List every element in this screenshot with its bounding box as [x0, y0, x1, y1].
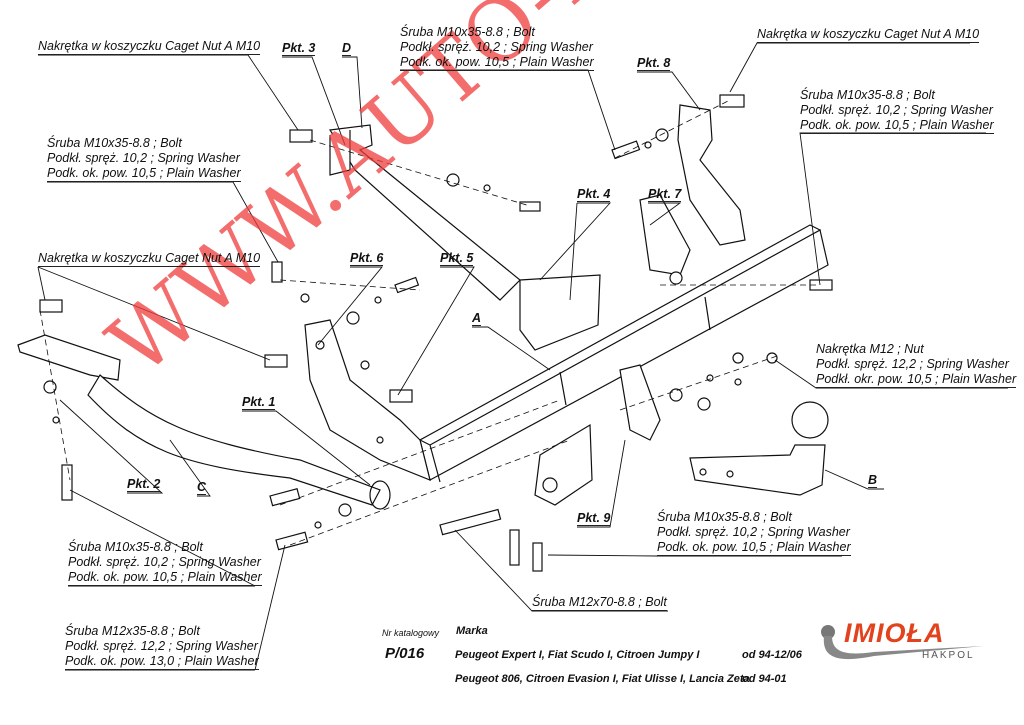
spring-washer-line: Podkł. spręż. 10,2 ; Spring Washer: [400, 40, 593, 54]
tow-hook-logo-icon: [821, 625, 984, 660]
catalog-number-label: Nr katalogowy: [382, 628, 440, 638]
model-row-2-date: od 94-01: [742, 673, 787, 685]
spring-washer-line: Podkł. spręż. 10,2 ; Spring Washer: [47, 151, 240, 165]
right-side-bracket: [639, 104, 746, 276]
bolt-line: Śruba M10x35-8.8 ; Bolt: [800, 88, 935, 102]
point-6-label: Pkt. 6: [350, 251, 384, 266]
assembly-axes: [39, 99, 820, 546]
bolt-line: Śruba M10x35-8.8 ; Bolt: [657, 510, 792, 524]
point-1-label: Pkt. 1: [242, 395, 276, 410]
point-9-label: Pkt. 9: [577, 511, 611, 526]
nut-line: Nakrętka M12 ; Nut: [816, 342, 924, 356]
part-a-label: A: [472, 311, 482, 326]
brand-label: Marka: [456, 625, 488, 637]
bolt-set-label-top: Śruba M10x35-8.8 ; Bolt Podkł. spręż. 10…: [400, 25, 594, 71]
model-row-1-date: od 94-12/06: [742, 649, 802, 661]
plain-washer-line: Podk. ok. pow. 10,5 ; Plain Washer: [400, 55, 594, 69]
main-beam-a: [418, 224, 829, 483]
point-2-label: Pkt. 2: [127, 477, 161, 492]
part-c-label: C: [197, 480, 207, 495]
spring-washer-line: Podkł. spręż. 10,2 ; Spring Washer: [68, 555, 261, 569]
point-8-label: Pkt. 8: [637, 56, 671, 71]
bolt-m12x70-label: Śruba M12x70-8.8 ; Bolt: [532, 595, 667, 611]
bolt-set-label-right: Śruba M10x35-8.8 ; Bolt Podkł. spręż. 10…: [800, 88, 994, 134]
bolt-m12x35-label: Śruba M12x35-8.8 ; Bolt Podkł. spręż. 12…: [65, 624, 259, 670]
bolt-set-label-bottom-left: Śruba M10x35-8.8 ; Bolt Podkł. spręż. 10…: [68, 540, 262, 586]
point-4-label: Pkt. 4: [577, 187, 611, 202]
spring-washer-line: Podkł. spręż. 12,2 ; Spring Washer: [65, 639, 258, 653]
spring-washer-line: Podkł. spręż. 10,2 ; Spring Washer: [800, 103, 993, 117]
point-7-label: Pkt. 7: [648, 187, 682, 202]
caget-nut-label-top-right: Nakrętka w koszyczku Caget Nut A M10: [757, 27, 980, 43]
caget-nut-label-top-left: Nakrętka w koszyczku Caget Nut A M10: [38, 39, 261, 55]
bolt-line: Śruba M12x35-8.8 ; Bolt: [65, 624, 200, 638]
spring-washer-line: Podkł. spręż. 12,2 ; Spring Washer: [816, 357, 1009, 371]
left-side-bracket: [304, 319, 431, 481]
point-3-label: Pkt. 3: [282, 41, 316, 56]
catalog-number: P/016: [385, 645, 425, 662]
rear-tube-d: [328, 124, 521, 301]
point-5-label: Pkt. 5: [440, 251, 474, 266]
bolt-line: Śruba M10x35-8.8 ; Bolt: [68, 540, 203, 554]
spring-washer-line: Podkł. spręż. 10,2 ; Spring Washer: [657, 525, 850, 539]
model-row-2-name: Peugeot 806, Citroen Evasion I, Fiat Uli…: [455, 673, 750, 685]
logo-brand-text: IMIOŁA: [844, 618, 945, 648]
imiola-hakpol-logo: IMIOŁA HAKPOL: [814, 616, 994, 666]
part-d-label: D: [342, 41, 352, 56]
caget-nut-label-left: Nakrętka w koszyczku Caget Nut A M10: [38, 251, 261, 267]
socket-plate: [534, 364, 661, 506]
bolt-line: Śruba M10x35-8.8 ; Bolt: [400, 25, 535, 39]
plain-washer-line: Podk. ok. pow. 10,5 ; Plain Washer: [657, 540, 851, 554]
bolt-set-label-bottom-right: Śruba M10x35-8.8 ; Bolt Podkł. spręż. 10…: [657, 510, 851, 556]
plain-washer-line: Podk. ok. pow. 10,5 ; Plain Washer: [68, 570, 262, 584]
logo-sub-text: HAKPOL: [922, 650, 975, 661]
nut-set-label-right: Nakrętka M12 ; Nut Podkł. spręż. 12,2 ; …: [816, 342, 1017, 388]
leader-lines: [37, 42, 1008, 671]
bolt-line: Śruba M10x35-8.8 ; Bolt: [47, 136, 182, 150]
plain-washer-line: Podk. ok. pow. 10,5 ; Plain Washer: [800, 118, 994, 132]
model-row-1-name: Peugeot Expert I, Fiat Scudo I, Citroen …: [455, 649, 700, 661]
left-arm-c: [17, 334, 391, 510]
plain-washer-line: Podk. ok. pow. 13,0 ; Plain Washer: [65, 654, 259, 668]
bolt-set-label-left: Śruba M10x35-8.8 ; Bolt Podkł. spręż. 10…: [47, 136, 241, 182]
plain-washer-line: Podkł. okr. pow. 10,5 ; Plain Washer: [816, 372, 1017, 386]
plain-washer-line: Podk. ok. pow. 10,5 ; Plain Washer: [47, 166, 241, 180]
part-b-label: B: [868, 473, 878, 488]
mounting-plate: [519, 274, 601, 351]
ball-hitch-b: [689, 401, 829, 496]
